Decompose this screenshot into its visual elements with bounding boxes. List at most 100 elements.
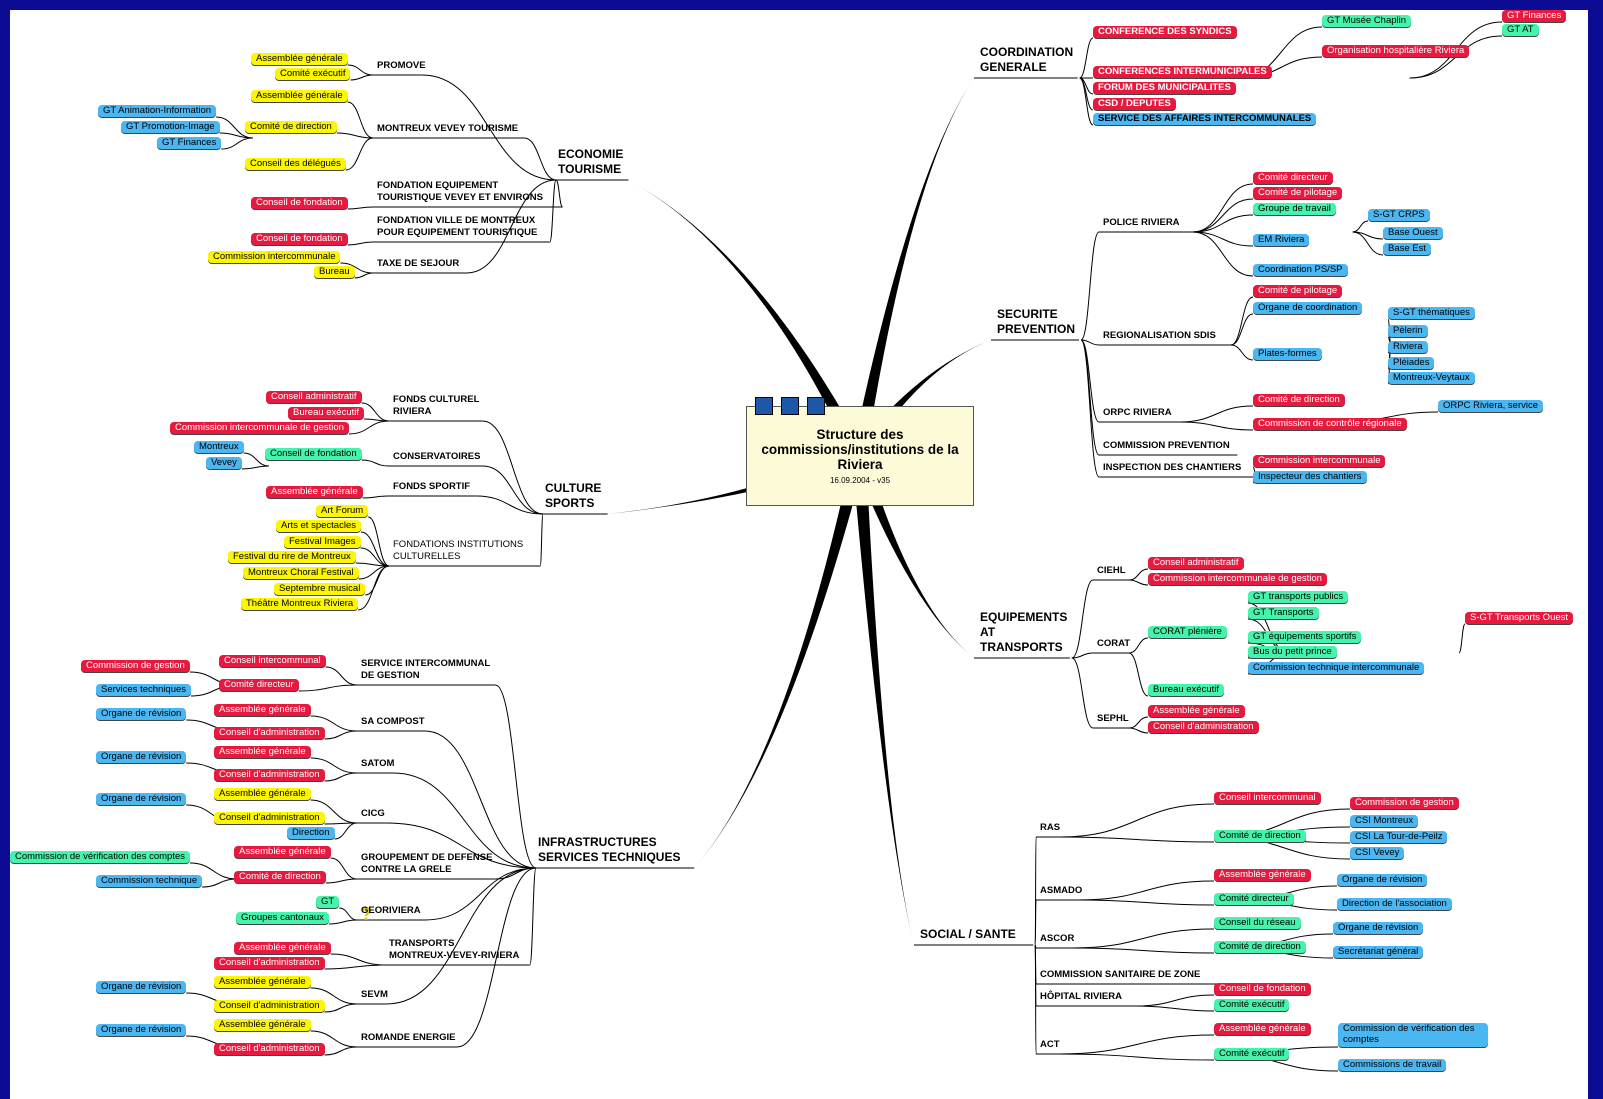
sub-branch-orpc[interactable]: ORPC RIVIERA bbox=[1103, 407, 1172, 418]
node-pill[interactable]: Assemblée générale bbox=[251, 53, 348, 65]
node-pill[interactable]: GT Transports bbox=[1248, 607, 1319, 619]
sub-branch-ras[interactable]: RAS bbox=[1040, 822, 1061, 833]
sub-branch-cprev[interactable]: COMMISSION PREVENTION bbox=[1103, 440, 1230, 451]
node-pill[interactable]: Base Est bbox=[1383, 243, 1432, 255]
node-pill[interactable]: CSI La Tour-de-Peilz bbox=[1350, 831, 1448, 843]
node-pill[interactable]: Organisation hospitalière Riviera bbox=[1322, 45, 1470, 57]
node-pill[interactable]: Pèlerin bbox=[1388, 325, 1428, 337]
node-pill[interactable]: Conseil d'administration bbox=[1148, 721, 1259, 733]
node-pill[interactable]: Groupe de travail bbox=[1253, 203, 1336, 215]
node-pill[interactable]: Plates-formes bbox=[1253, 348, 1322, 360]
node-pill[interactable]: S-GT thématiques bbox=[1388, 307, 1475, 319]
node-pill[interactable]: Bureau bbox=[314, 266, 355, 278]
node-pill[interactable]: Assemblée générale bbox=[234, 942, 331, 954]
node-pill[interactable]: Comité directeur bbox=[219, 679, 299, 691]
node-pill[interactable]: Comité exécutif bbox=[1214, 1048, 1290, 1060]
node-pill[interactable]: Commission de gestion bbox=[81, 660, 190, 672]
node-pill[interactable]: Organe de révision bbox=[96, 751, 187, 763]
node-pill[interactable]: Septembre musical bbox=[274, 583, 366, 595]
node-pill[interactable]: Assemblée générale bbox=[214, 788, 311, 800]
sub-branch-pol[interactable]: POLICE RIVIERA bbox=[1103, 217, 1180, 228]
sub-branch-ciehl[interactable]: CIEHL bbox=[1097, 565, 1126, 576]
node-pill[interactable]: Assemblée générale bbox=[1148, 705, 1245, 717]
node-pill[interactable]: Conseil d'administration bbox=[214, 1000, 325, 1012]
node-pill[interactable]: Assemblée générale bbox=[214, 746, 311, 758]
node-pill[interactable]: SERVICE DES AFFAIRES INTERCOMMUNALES bbox=[1093, 113, 1317, 125]
node-pill[interactable]: Comité de direction bbox=[1214, 830, 1306, 842]
node-pill[interactable]: Coordination PS/SP bbox=[1253, 264, 1348, 276]
node-pill[interactable]: Bus du petit prince bbox=[1248, 646, 1337, 658]
node-pill[interactable]: Conseil administratif bbox=[266, 391, 362, 403]
node-pill[interactable]: Organe de coordination bbox=[1253, 302, 1363, 314]
node-pill[interactable]: EM Riviera bbox=[1253, 234, 1310, 246]
node-pill[interactable]: Art Forum bbox=[316, 505, 369, 517]
node-pill[interactable]: Conseil d'administration bbox=[214, 727, 325, 739]
node-pill[interactable]: GT Animation-Information bbox=[98, 105, 217, 117]
sub-branch-mvt[interactable]: MONTREUX VEVEY TOURISME bbox=[377, 123, 519, 134]
node-pill[interactable]: Comité directeur bbox=[1253, 172, 1333, 184]
node-pill[interactable]: Commission de contrôle régionale bbox=[1253, 418, 1407, 430]
node-pill[interactable]: Assemblée générale bbox=[251, 90, 348, 102]
node-pill[interactable]: Organe de révision bbox=[96, 1024, 187, 1036]
node-pill[interactable]: Comité de direction bbox=[1253, 394, 1345, 406]
main-branch-soc[interactable]: SOCIAL / SANTE bbox=[920, 927, 1016, 941]
node-pill[interactable]: GT transports publics bbox=[1248, 591, 1349, 603]
node-pill[interactable]: GT Finances bbox=[1502, 10, 1567, 22]
node-pill[interactable]: Conseil d'administration bbox=[214, 1043, 325, 1055]
node-pill[interactable]: Organe de révision bbox=[96, 708, 187, 720]
node-pill[interactable]: Riviera bbox=[1388, 341, 1428, 353]
sub-branch-sac[interactable]: SA COMPOST bbox=[361, 716, 425, 727]
node-pill[interactable]: Commissions de travail bbox=[1338, 1059, 1447, 1071]
node-pill[interactable]: Assemblée générale bbox=[1214, 1023, 1311, 1035]
node-pill[interactable]: Commission intercommunale bbox=[208, 251, 341, 263]
node-pill[interactable]: Montreux-Veytaux bbox=[1388, 372, 1475, 384]
sub-branch-promove[interactable]: PROMOVE bbox=[377, 60, 426, 71]
node-pill[interactable]: CONFERENCES INTERMUNICIPALES bbox=[1093, 66, 1272, 78]
node-pill[interactable]: Vevey bbox=[206, 457, 242, 469]
node-pill[interactable]: Base Ouest bbox=[1383, 227, 1443, 239]
node-pill[interactable]: Montreux Choral Festival bbox=[243, 567, 359, 579]
node-pill[interactable]: Comité exécutif bbox=[1214, 999, 1290, 1011]
node-pill[interactable]: Commission technique bbox=[96, 875, 203, 887]
node-pill[interactable]: Conseil du réseau bbox=[1214, 917, 1301, 929]
sub-branch-corat[interactable]: CORAT bbox=[1097, 638, 1131, 649]
node-pill[interactable]: GT bbox=[316, 896, 340, 908]
node-pill[interactable]: Assemblée générale bbox=[1214, 869, 1311, 881]
sub-branch-act[interactable]: ACT bbox=[1040, 1039, 1060, 1050]
sub-branch-sevm[interactable]: SEVM bbox=[361, 989, 388, 1000]
node-pill[interactable]: CONFERENCE DES SYNDICS bbox=[1093, 26, 1237, 38]
node-pill[interactable]: Conseil de fondation bbox=[251, 233, 348, 245]
sub-branch-geo[interactable]: GEORIVIERA bbox=[361, 905, 421, 916]
node-pill[interactable]: Conseil intercommunal bbox=[1214, 792, 1321, 804]
node-pill[interactable]: Bureau exécutif bbox=[1148, 684, 1225, 696]
node-pill[interactable]: Comité exécutif bbox=[275, 68, 351, 80]
node-pill[interactable]: Comité de pilotage bbox=[1253, 285, 1343, 297]
sub-branch-fsp[interactable]: FONDS SPORTIF bbox=[393, 481, 471, 492]
node-pill[interactable]: Conseil de fondation bbox=[1214, 983, 1311, 995]
node-pill[interactable]: Assemblée générale bbox=[214, 976, 311, 988]
node-pill[interactable]: FORUM DES MUNICIPALITES bbox=[1093, 82, 1236, 94]
sub-branch-satom[interactable]: SATOM bbox=[361, 758, 395, 769]
sub-branch-cons[interactable]: CONSERVATOIRES bbox=[393, 451, 481, 462]
node-pill[interactable]: Conseil des délégués bbox=[245, 158, 346, 170]
node-pill[interactable]: S-GT Transports Ouest bbox=[1465, 612, 1574, 624]
node-pill[interactable]: Conseil de fondation bbox=[251, 197, 348, 209]
node-pill[interactable]: Comité de direction bbox=[1214, 941, 1306, 953]
node-pill[interactable]: CSI Vevey bbox=[1350, 847, 1405, 859]
node-pill[interactable]: Arts et spectacles bbox=[276, 520, 361, 532]
node-pill[interactable]: Organe de révision bbox=[1333, 922, 1424, 934]
node-pill[interactable]: Commission intercommunale bbox=[1253, 455, 1386, 467]
node-pill[interactable]: Montreux bbox=[194, 441, 244, 453]
sub-branch-ichan[interactable]: INSPECTION DES CHANTIERS bbox=[1103, 462, 1242, 473]
node-pill[interactable]: ORPC Riviera, service bbox=[1438, 400, 1544, 412]
sub-branch-sephl[interactable]: SEPHL bbox=[1097, 713, 1129, 724]
node-pill[interactable]: GT équipements sportifs bbox=[1248, 631, 1362, 643]
node-pill[interactable]: Conseil administratif bbox=[1148, 557, 1244, 569]
node-pill[interactable]: Théâtre Montreux Riviera bbox=[241, 598, 359, 610]
